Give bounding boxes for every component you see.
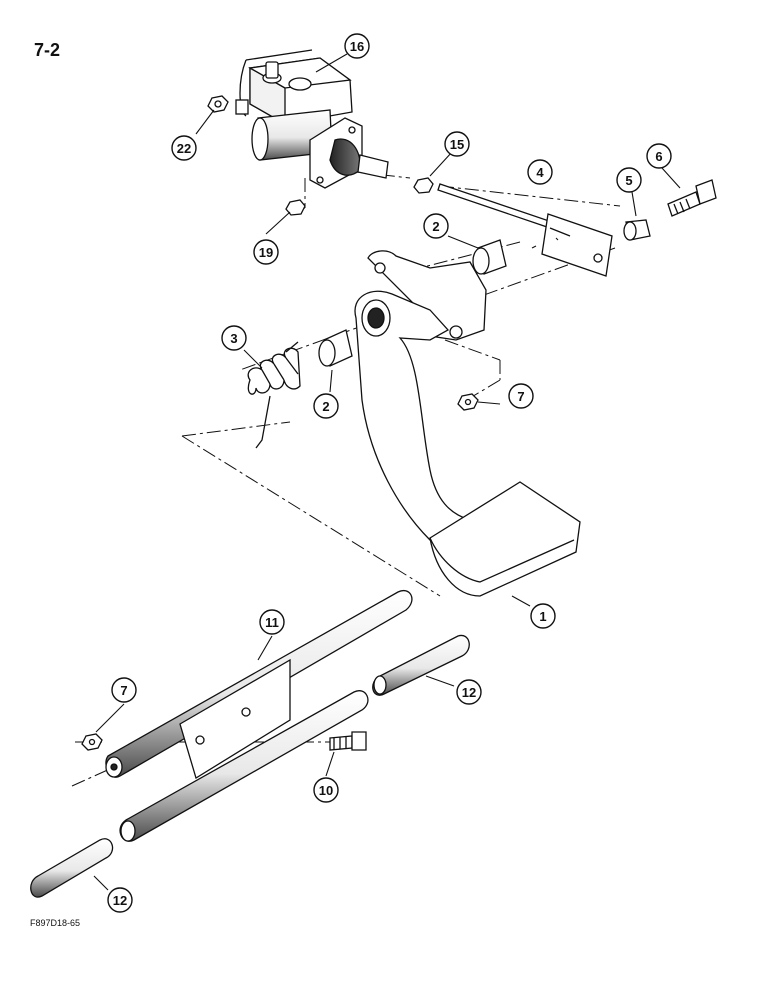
svg-text:4: 4 <box>536 165 544 180</box>
callout-16: 16 <box>344 33 370 59</box>
svg-text:12: 12 <box>113 893 127 908</box>
svg-text:6: 6 <box>655 149 662 164</box>
callout-22: 22 <box>171 135 197 161</box>
leader-lines <box>93 53 681 891</box>
master-cylinder <box>235 49 389 189</box>
svg-text:16: 16 <box>350 39 364 54</box>
cross-tube <box>119 690 369 842</box>
tube-sleeve-lower <box>30 838 114 898</box>
shaft-bolt <box>329 731 367 751</box>
svg-text:11: 11 <box>265 615 279 630</box>
cross-shaft <box>105 589 413 779</box>
spacer <box>623 219 651 241</box>
svg-text:2: 2 <box>322 399 329 414</box>
callout-4: 4 <box>527 159 553 185</box>
push-rod-nut <box>413 177 434 194</box>
callout-7-upper: 7 <box>508 383 534 409</box>
callout-7-lower: 7 <box>111 677 137 703</box>
push-rod <box>437 183 613 277</box>
callout-2-upper: 2 <box>423 213 449 239</box>
callout-6: 6 <box>646 143 672 169</box>
mounting-nut <box>285 199 306 216</box>
callouts: 16 22 15 4 5 6 19 2 <box>107 33 672 913</box>
page-number: 7-2 <box>34 40 61 60</box>
svg-text:1: 1 <box>539 609 546 624</box>
callout-10: 10 <box>313 777 339 803</box>
return-spring <box>247 341 301 449</box>
svg-text:7: 7 <box>517 389 524 404</box>
callout-11: 11 <box>259 609 285 635</box>
tube-sleeve-upper <box>372 634 470 696</box>
svg-text:19: 19 <box>259 245 273 260</box>
callout-19: 19 <box>253 239 279 265</box>
svg-text:7: 7 <box>120 683 127 698</box>
callout-12-lower: 12 <box>107 887 133 913</box>
callout-5: 5 <box>616 167 642 193</box>
svg-text:22: 22 <box>177 141 191 156</box>
bushing-lower <box>318 329 353 367</box>
callout-2-lower: 2 <box>313 393 339 419</box>
center-lines <box>71 171 621 787</box>
fitting-nut <box>207 95 229 113</box>
bolt <box>667 179 717 217</box>
bushing-upper <box>472 239 507 275</box>
callout-1: 1 <box>530 603 556 629</box>
svg-text:12: 12 <box>462 685 476 700</box>
figure-code: F897D18-65 <box>30 918 81 928</box>
svg-text:10: 10 <box>319 783 333 798</box>
svg-text:2: 2 <box>432 219 439 234</box>
callout-3: 3 <box>221 325 247 351</box>
svg-text:15: 15 <box>450 137 464 152</box>
svg-text:5: 5 <box>625 173 632 188</box>
shaft-nut <box>81 733 103 751</box>
pedal-arm <box>354 250 581 597</box>
svg-text:3: 3 <box>230 331 237 346</box>
pedal-nut <box>457 393 479 411</box>
callout-12-upper: 12 <box>456 679 482 705</box>
callout-15: 15 <box>444 131 470 157</box>
